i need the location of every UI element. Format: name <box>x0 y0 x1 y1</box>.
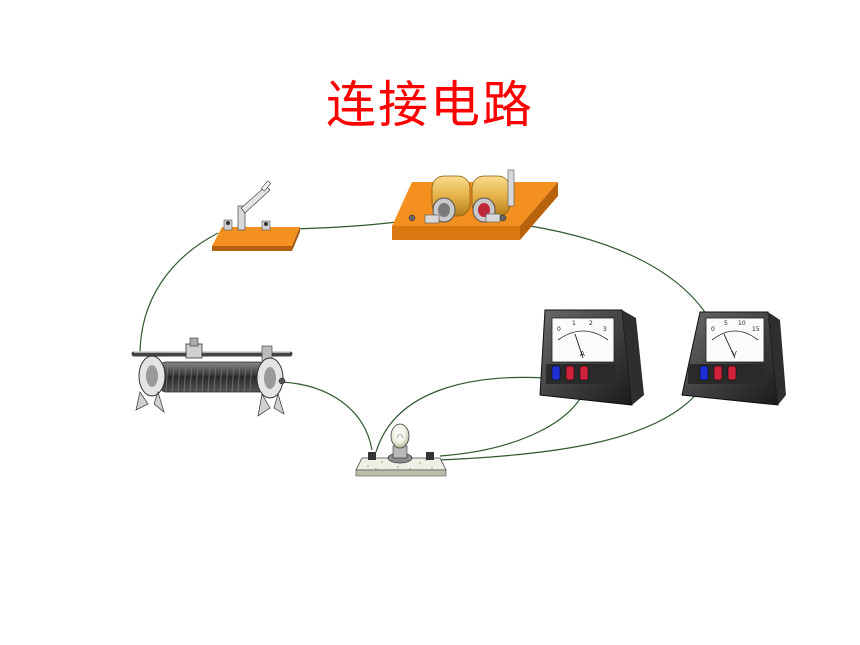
ammeter-scale-0: 0 <box>557 326 561 333</box>
lamp-board-speckles <box>367 459 433 470</box>
voltmeter-scale-2: 10 <box>738 320 746 327</box>
battery-cell-1 <box>431 175 471 223</box>
ammeter-scale-3: 3 <box>603 326 607 333</box>
wire-rheostat-lamp <box>281 381 373 451</box>
rheostat-icon <box>131 337 293 417</box>
voltmeter-scale-3: 15 <box>752 326 760 333</box>
wire-battery-voltmeter <box>509 222 714 326</box>
page-title: 连接电路 <box>326 76 534 134</box>
lamp-holder-icon <box>355 423 447 477</box>
ammeter-scale-2: 2 <box>589 320 593 327</box>
battery-holder-icon <box>392 169 558 240</box>
wire-lamp-ammeter <box>375 376 546 453</box>
wire-switch-rheostat <box>139 232 219 356</box>
ammeter-unit: A <box>580 350 585 358</box>
rheostat-coil-windings <box>165 361 253 393</box>
voltmeter-scale-1: 5 <box>724 320 728 327</box>
ammeter-icon: 0 1 2 3 A <box>539 309 644 406</box>
voltmeter-scale-0: 0 <box>711 326 715 333</box>
voltmeter-unit: V <box>732 350 737 358</box>
knife-switch-icon <box>212 180 300 251</box>
ammeter-scale-1: 1 <box>572 320 576 327</box>
wire-lamp-voltmeter <box>437 389 701 461</box>
voltmeter-icon: 0 5 10 15 V <box>681 311 786 406</box>
